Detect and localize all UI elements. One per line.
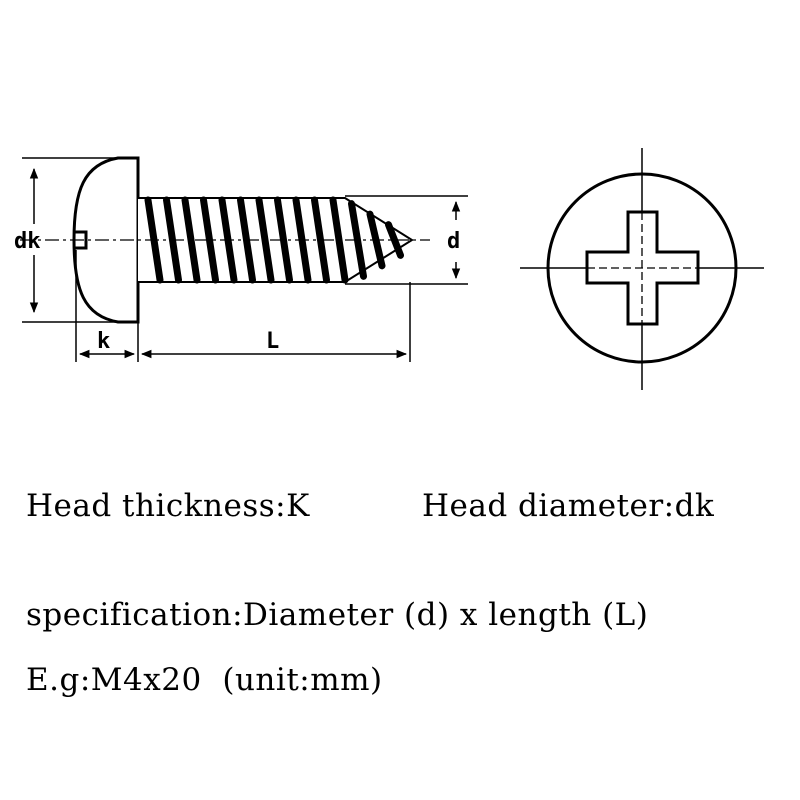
label-dk: dk [14, 229, 41, 254]
head-slot [74, 230, 88, 250]
thread-stroke [144, 196, 164, 284]
caption-example: E.g:M4x20 (unit:mm) [26, 662, 383, 698]
dimension-lines [22, 157, 468, 362]
caption-head-thickness: Head thickness:K [26, 488, 310, 524]
thread-stroke [237, 196, 256, 284]
thread-stroke [163, 196, 182, 284]
label-d: d [447, 229, 460, 254]
thread-stroke [329, 196, 349, 284]
screw-dimension-diagram: dk d k L [14, 148, 764, 390]
screw-top-view [520, 148, 764, 390]
thread-stroke [255, 196, 275, 284]
thread-stroke [292, 196, 312, 284]
thread-stroke [348, 200, 367, 280]
caption-head-diameter: Head diameter:dk [422, 488, 715, 524]
thread-stroke [385, 221, 404, 259]
label-k: k [97, 329, 110, 354]
screw-threads [144, 196, 404, 284]
thread-stroke [274, 196, 293, 284]
caption-specification: specification:Diameter (d) x length (L) [26, 597, 649, 633]
thread-stroke [311, 196, 330, 284]
thread-stroke [366, 210, 386, 270]
label-L: L [266, 329, 279, 354]
thread-stroke [181, 196, 201, 284]
thread-stroke [200, 196, 219, 284]
thread-stroke [218, 196, 238, 284]
